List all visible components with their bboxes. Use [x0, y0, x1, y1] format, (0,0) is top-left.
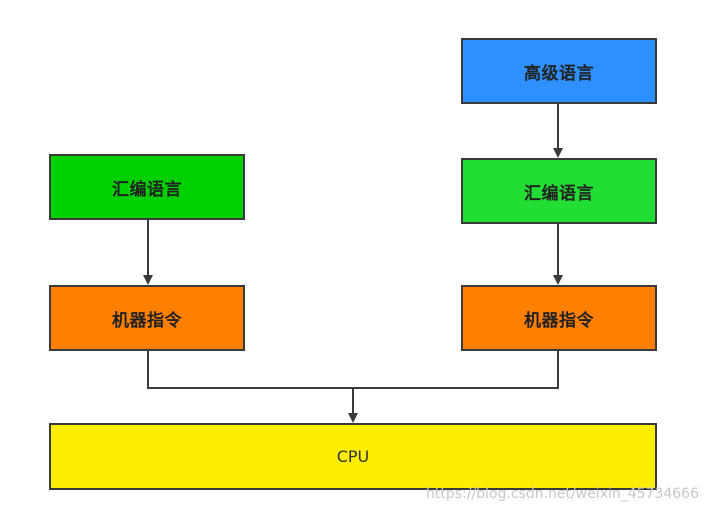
edge-machine-right-to-cpu [353, 351, 559, 389]
node-cpu-label: CPU [336, 447, 370, 466]
edge-machine-left-to-cpu [147, 351, 353, 389]
node-machine-instructions-right: 机器指令 [461, 285, 657, 351]
node-assembly-language-left: 汇编语言 [49, 154, 245, 220]
watermark-text: https://blog.csdn.net/weixin_45734666 [425, 486, 699, 502]
node-assembly-language-left-label: 汇编语言 [112, 179, 182, 200]
node-machine-instructions-left: 机器指令 [49, 285, 245, 351]
node-assembly-language-right-label: 汇编语言 [524, 183, 594, 204]
node-high-level-language-label: 高级语言 [524, 63, 594, 84]
node-cpu: CPU [49, 423, 657, 490]
node-high-level-language: 高级语言 [461, 38, 657, 104]
node-machine-instructions-left-label: 机器指令 [112, 310, 182, 331]
node-machine-instructions-right-label: 机器指令 [524, 310, 594, 331]
node-assembly-language-right: 汇编语言 [461, 158, 657, 224]
